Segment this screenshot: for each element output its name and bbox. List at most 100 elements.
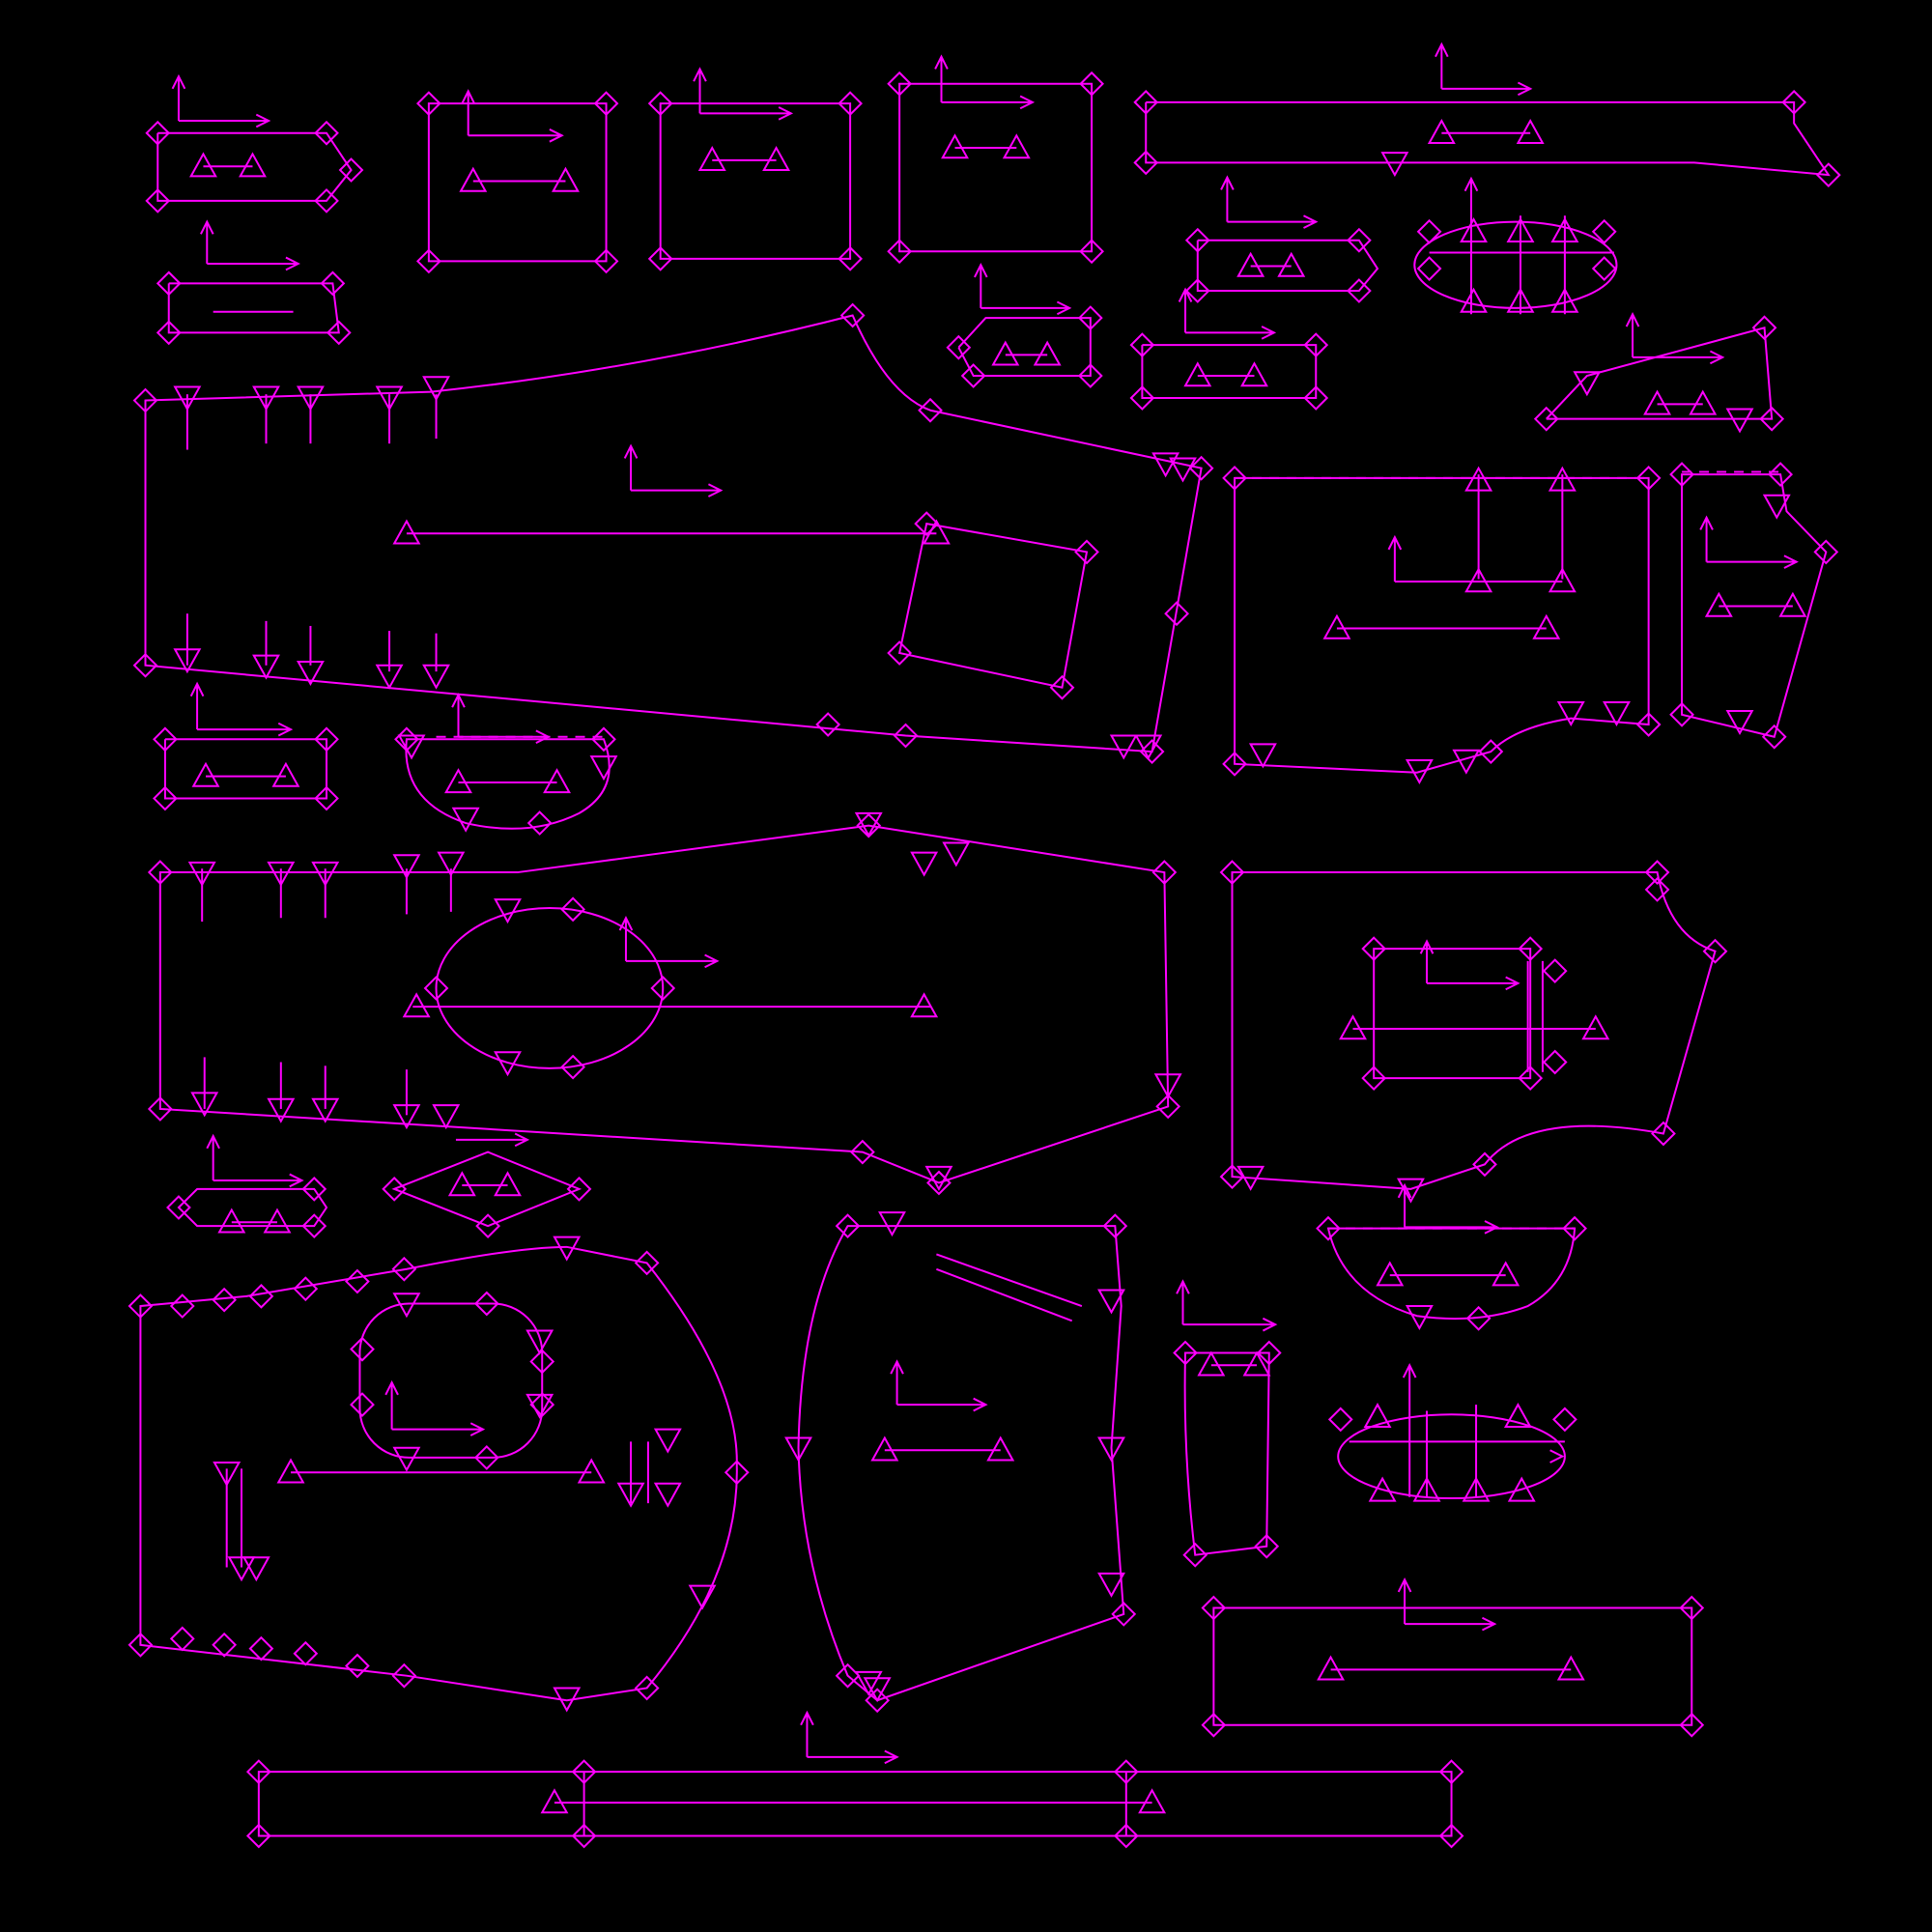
notch-diamond-marker <box>303 1215 326 1237</box>
dashed-seam-lines <box>437 472 1781 1229</box>
triangle-down-marker <box>254 387 279 410</box>
triangle-up-marker <box>450 1173 475 1195</box>
arrow-right-head <box>256 115 269 128</box>
notch-diamond-marker <box>839 247 862 270</box>
triangle-up-marker <box>1140 1790 1165 1812</box>
notch-diamond-marker <box>1474 1153 1496 1176</box>
triangle-down-marker <box>175 649 200 671</box>
notch-diamond-marker <box>149 1097 171 1120</box>
triangle-up-marker <box>191 154 216 176</box>
notch-diamond-marker <box>1646 862 1668 884</box>
triangle-down-marker <box>656 1430 681 1452</box>
triangle-down-marker <box>1454 751 1479 773</box>
notch-diamond-marker <box>147 122 169 144</box>
triangle-down-marker <box>1112 735 1137 757</box>
arrow-right-head <box>1550 1450 1563 1463</box>
arrow-up-head <box>694 69 706 81</box>
notch-diamond-marker <box>167 1197 189 1219</box>
triangle-down-marker <box>786 1438 811 1461</box>
triangle-down-marker <box>1099 1574 1124 1596</box>
arrow-up-head <box>462 91 474 103</box>
arrow-right-head <box>290 1175 302 1187</box>
triangle-down-marker <box>399 735 424 757</box>
triangle-down-marker <box>1153 453 1179 475</box>
triangle-down-marker <box>656 1484 681 1506</box>
notch-diamond-marker <box>134 389 156 412</box>
notch-diamond-marker <box>817 714 839 736</box>
arrow-up-head <box>1435 44 1448 57</box>
triangle-up-marker <box>872 1438 897 1461</box>
notch-diamond-marker <box>1135 91 1157 113</box>
notch-diamond-marker <box>636 1252 658 1274</box>
triangle-down-marker <box>434 1105 459 1127</box>
piece-small-diamond <box>394 1140 579 1226</box>
triangle-up-marker <box>1462 290 1487 312</box>
notch-diamond-marker <box>1753 317 1776 339</box>
triangle-down-marker <box>856 1672 881 1694</box>
notch-diamond-marker <box>475 1293 497 1315</box>
notch-diamond-marker <box>340 159 362 182</box>
arrow-up-head <box>801 1713 813 1725</box>
notch-diamond-marker <box>948 336 970 358</box>
triangle-down-marker <box>1251 744 1276 766</box>
notch-diamond-marker <box>171 1628 193 1650</box>
triangle-down-marker <box>244 1557 270 1579</box>
triangle-up-marker <box>1552 219 1577 242</box>
triangle-up-marker <box>1370 1479 1395 1501</box>
notch-diamond-marker <box>1256 1535 1278 1557</box>
triangle-up-marker <box>1508 290 1533 312</box>
notch-diamond-marker <box>1671 464 1693 486</box>
notch-diamond-marker <box>1440 1761 1463 1783</box>
piece-panel-right-3 <box>1233 872 1716 1189</box>
notch-diamond-marker <box>652 977 674 999</box>
triangle-up-marker <box>1506 1405 1531 1427</box>
triangle-down-marker <box>1765 496 1790 518</box>
notch-diamond-marker <box>562 1056 584 1078</box>
notch-diamond-marker <box>1305 387 1327 410</box>
notch-diamond-marker <box>573 1825 595 1847</box>
triangle-down-marker <box>189 863 214 885</box>
notch-diamond-marker <box>851 1141 873 1163</box>
arrow-right-head <box>550 129 562 142</box>
piece-panel-right-1 <box>1235 474 1649 773</box>
piece-rect-e <box>1142 290 1316 398</box>
notch-diamond-marker <box>147 189 169 212</box>
notch-diamond-marker <box>562 898 584 921</box>
triangle-down-marker <box>1238 1167 1264 1189</box>
triangle-down-marker <box>269 1099 294 1122</box>
triangle-down-marker <box>313 1099 338 1122</box>
piece-rounded-1 <box>406 695 609 828</box>
notch-diamond-marker <box>346 1655 368 1677</box>
triangle-up-marker <box>1645 392 1670 414</box>
piece-small-rect-2 <box>169 222 339 333</box>
notch-diamond-marker <box>250 1285 272 1307</box>
triangle-down-marker <box>1575 372 1600 394</box>
arrow-right-head <box>1506 977 1519 989</box>
triangle-down-marker <box>1727 711 1752 733</box>
arrow-right-head <box>1482 1618 1494 1631</box>
arrow-right-head <box>1784 555 1797 568</box>
notch-diamond-marker <box>352 1394 374 1416</box>
arrow-up-head <box>625 446 638 459</box>
triangle-down-marker <box>856 813 881 836</box>
triangle-up-marker <box>1279 254 1304 276</box>
triangle-down-marker <box>1727 409 1752 431</box>
triangle-up-marker <box>1690 392 1716 414</box>
triangle-up-marker <box>1035 343 1060 365</box>
notch-diamond-marker <box>895 724 917 747</box>
notch-diamond-marker <box>1418 220 1440 242</box>
notch-diamond-marker <box>322 272 344 295</box>
arrow-right-head <box>1485 1221 1497 1234</box>
triangle-down-marker <box>880 1212 905 1235</box>
notch-diamond-marker <box>1704 940 1726 962</box>
triangle-up-marker <box>1199 1353 1224 1376</box>
triangle-down-marker <box>453 809 478 831</box>
triangle-up-marker <box>912 994 937 1016</box>
notch-diamond-marker <box>1258 1342 1280 1364</box>
notch-diamond-marker <box>1783 91 1805 113</box>
triangle-up-marker <box>1550 569 1576 591</box>
notch-diamond-marker <box>346 1270 368 1293</box>
notch-diamond-marker <box>1770 464 1792 486</box>
triangle-down-marker <box>554 1237 580 1260</box>
notch-diamond-marker <box>1363 938 1385 960</box>
